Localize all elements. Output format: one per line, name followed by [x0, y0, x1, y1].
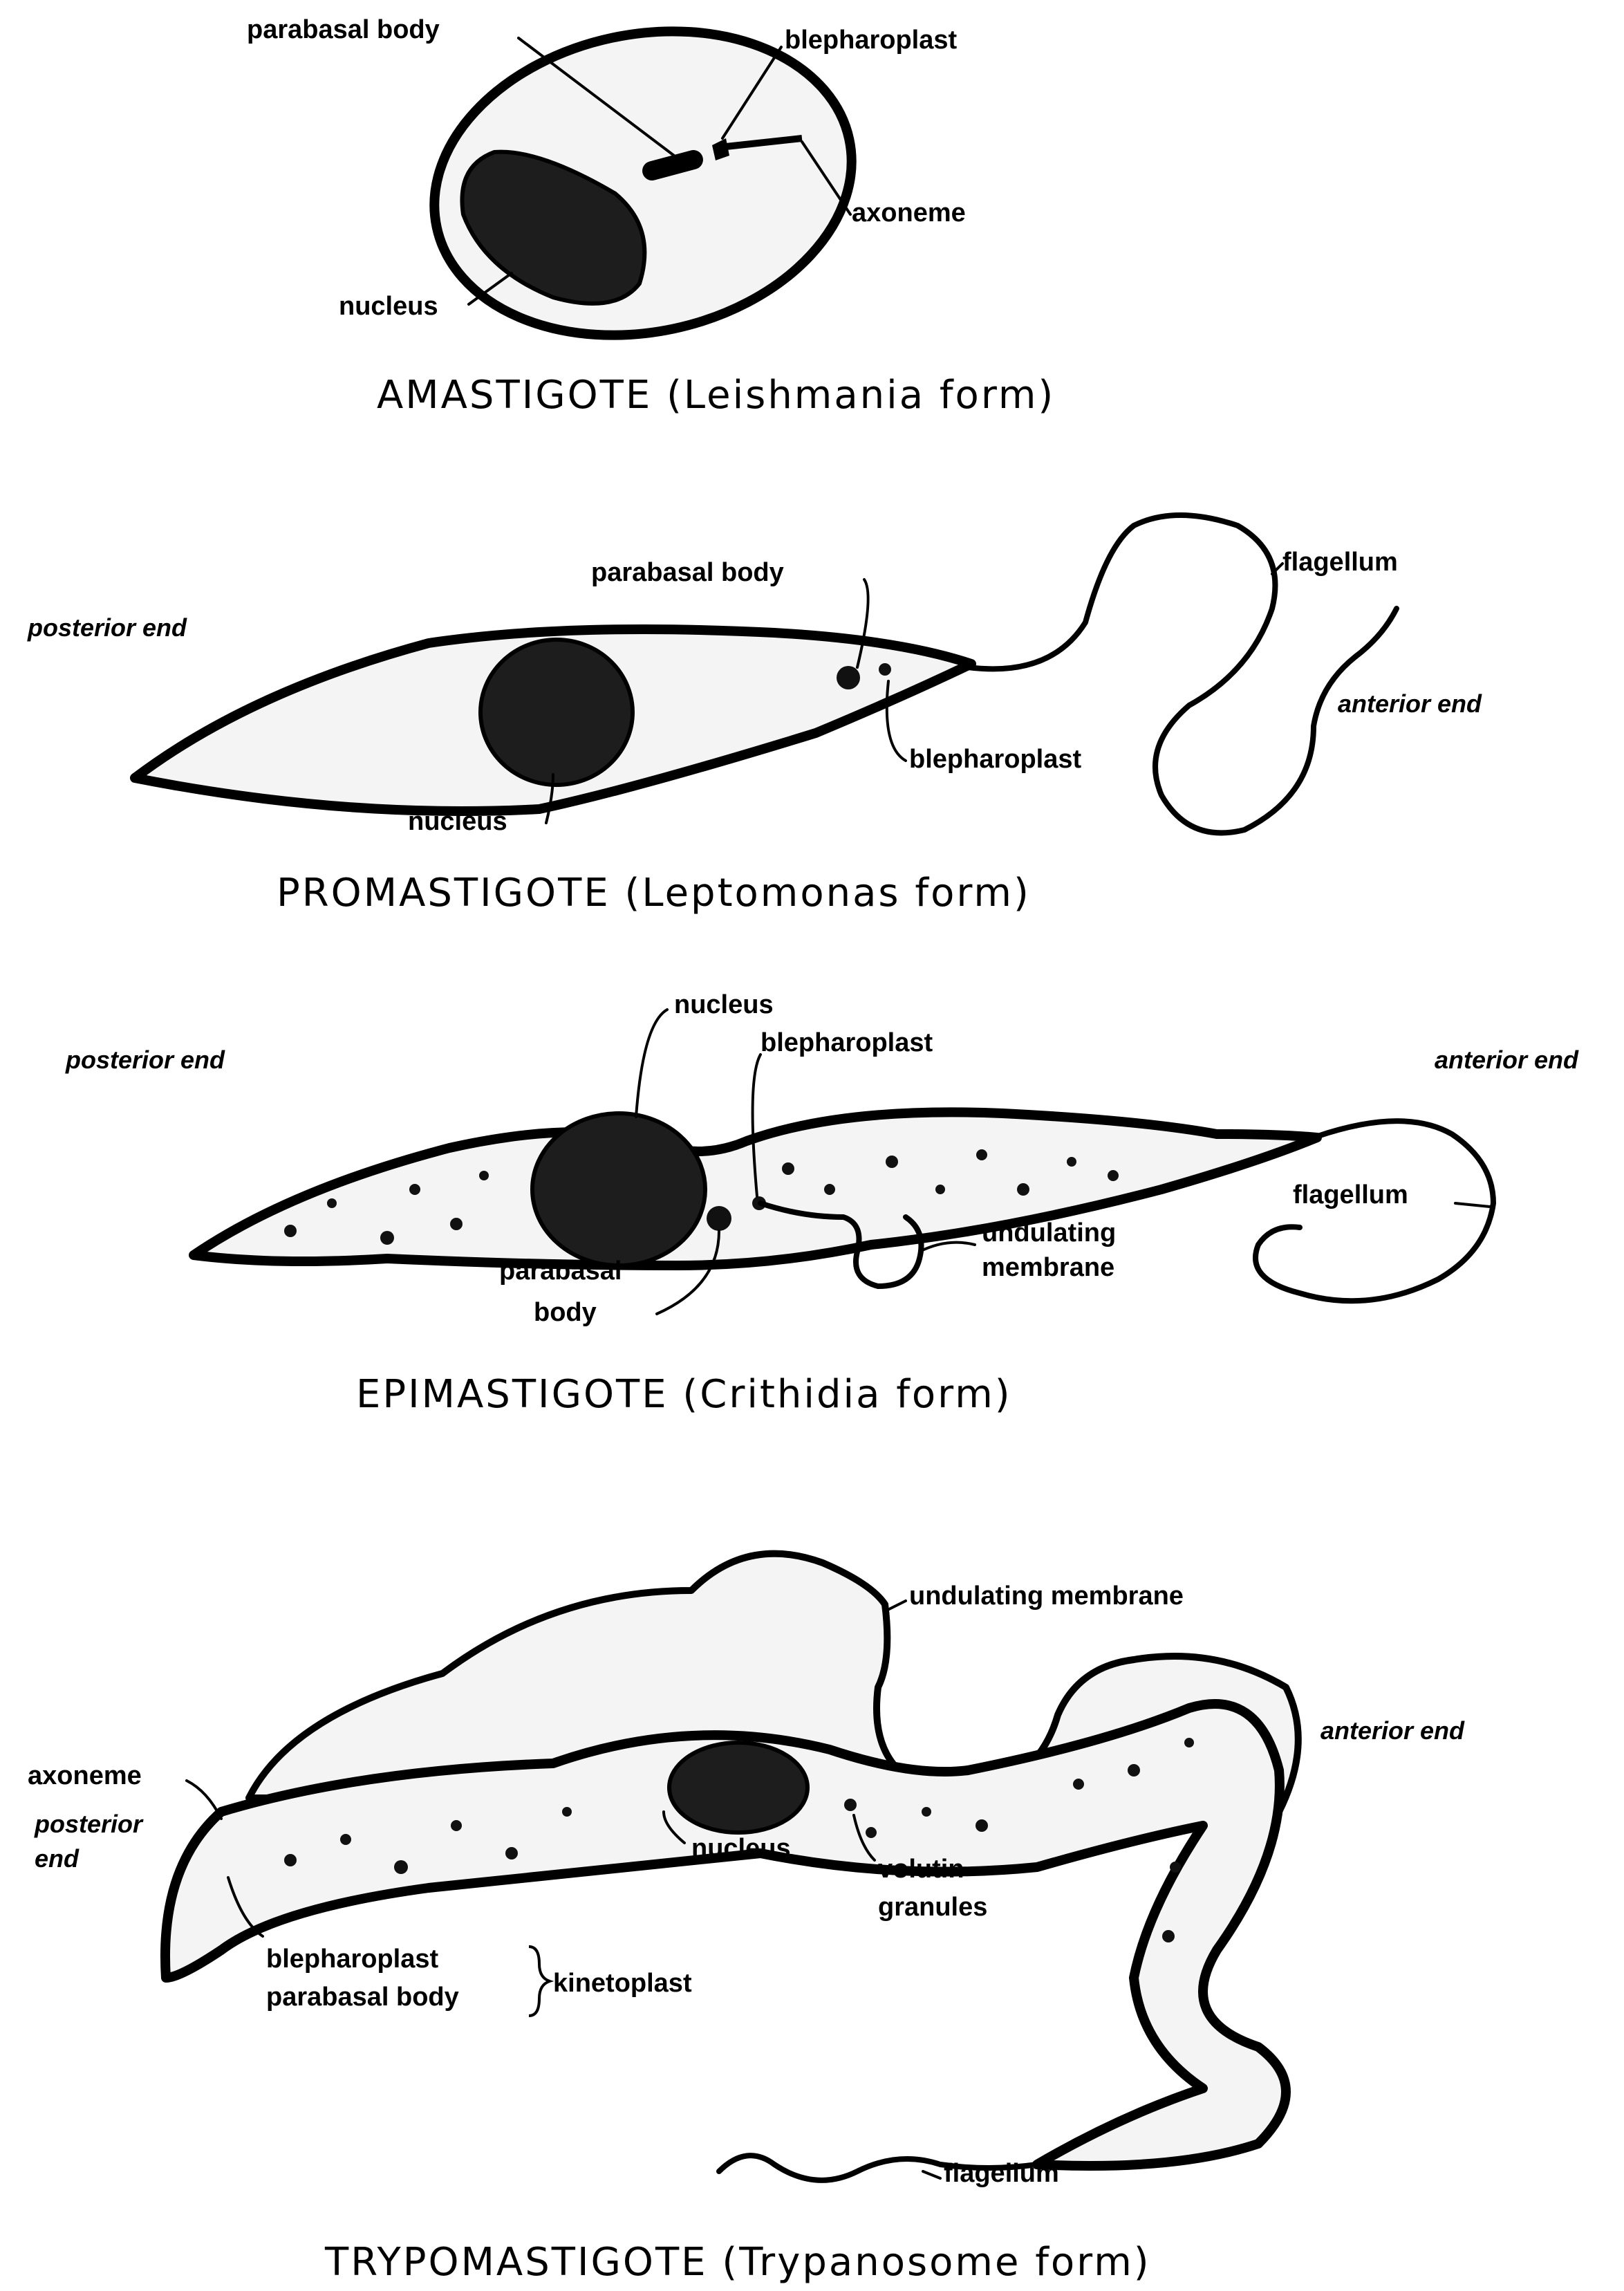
- epimastigote-figure: nucleus posterior end blepharoplast ante…: [65, 990, 1579, 1417]
- epimastigote-label-parabasal: parabasal: [499, 1256, 622, 1286]
- trypomastigote-caption: TRYPOMASTIGOTE (Trypanosome form): [324, 2240, 1151, 2285]
- promastigote-label-parabasal-body: parabasal body: [591, 558, 784, 587]
- epimastigote-label-anterior-end: anterior end: [1435, 1046, 1579, 1074]
- epimastigote-nucleus-leader: [636, 1010, 667, 1117]
- trypomastigote-label-blepharoplast: blepharoplast: [266, 1945, 438, 1974]
- epimastigote-parabasal-body: [707, 1206, 731, 1231]
- trypomastigote-label-kinetoplast: kinetoplast: [553, 1969, 692, 1998]
- epimastigote-nucleus: [532, 1113, 705, 1265]
- epimastigote-label-nucleus: nucleus: [674, 990, 774, 1019]
- trypomastigote-label-posterior: posterior: [34, 1810, 144, 1838]
- epimastigote-label-membrane: membrane: [982, 1253, 1114, 1282]
- promastigote-label-nucleus: nucleus: [408, 807, 507, 836]
- epimastigote-flagellum-leader: [1455, 1203, 1490, 1207]
- trypomastigote-label-parabasal-body: parabasal body: [266, 1983, 459, 2012]
- trypomastigote-label-flagellum: flagellum: [944, 2159, 1059, 2188]
- trypomastigote-label-anterior-end: anterior end: [1320, 1716, 1465, 1745]
- promastigote-label-anterior-end: anterior end: [1338, 689, 1482, 718]
- trypomastigote-label-undulating-membrane: undulating membrane: [909, 1582, 1184, 1611]
- amastigote-label-axoneme: axoneme: [852, 198, 966, 228]
- trypomastigote-label-end: end: [35, 1844, 80, 1873]
- promastigote-label-posterior-end: posterior end: [27, 613, 187, 642]
- epimastigote-label-posterior-end: posterior end: [65, 1046, 225, 1074]
- trypomastigote-figure: undulating membrane anterior end axoneme…: [28, 1554, 1465, 2285]
- amastigote-caption: AMASTIGOTE (Leishmania form): [377, 373, 1055, 418]
- amastigote-figure: parabasal body blepharoplast axoneme nuc…: [247, 0, 1055, 418]
- amastigote-label-nucleus: nucleus: [339, 292, 438, 321]
- epimastigote-label-blepharoplast: blepharoplast: [760, 1028, 933, 1057]
- trypomastigote-kinetoplast-brace: [529, 1947, 550, 2016]
- epimastigote-label-flagellum: flagellum: [1293, 1180, 1408, 1209]
- promastigote-nucleus: [480, 640, 633, 785]
- amastigote-label-parabasal-body: parabasal body: [247, 15, 440, 44]
- trypomastigote-label-axoneme: axoneme: [28, 1761, 142, 1790]
- trypomastigote-label-granules: granules: [878, 1893, 987, 1922]
- amastigote-label-blepharoplast: blepharoplast: [785, 26, 957, 55]
- promastigote-label-flagellum: flagellum: [1282, 548, 1398, 577]
- epimastigote-caption: EPIMASTIGOTE (Crithidia form): [356, 1372, 1012, 1417]
- epimastigote-label-body: body: [534, 1298, 597, 1327]
- promastigote-caption: PROMASTIGOTE (Leptomonas form): [277, 871, 1031, 916]
- trypomastigote-flagellum-leader: [923, 2171, 940, 2178]
- epimastigote-label-undulating: undulating: [982, 1218, 1116, 1247]
- promastigote-parabasal-body: [837, 666, 860, 689]
- trypomastigote-nucleus: [669, 1743, 808, 1833]
- trypomastigote-label-volutin: volutin: [878, 1855, 964, 1884]
- promastigote-figure: posterior end parabasal body flagellum a…: [27, 515, 1482, 916]
- epimastigote-membrane-leader: [920, 1243, 975, 1252]
- promastigote-label-blepharoplast: blepharoplast: [909, 745, 1081, 774]
- trypomastigote-label-nucleus: nucleus: [691, 1834, 791, 1863]
- promastigote-blepharoplast: [879, 663, 891, 676]
